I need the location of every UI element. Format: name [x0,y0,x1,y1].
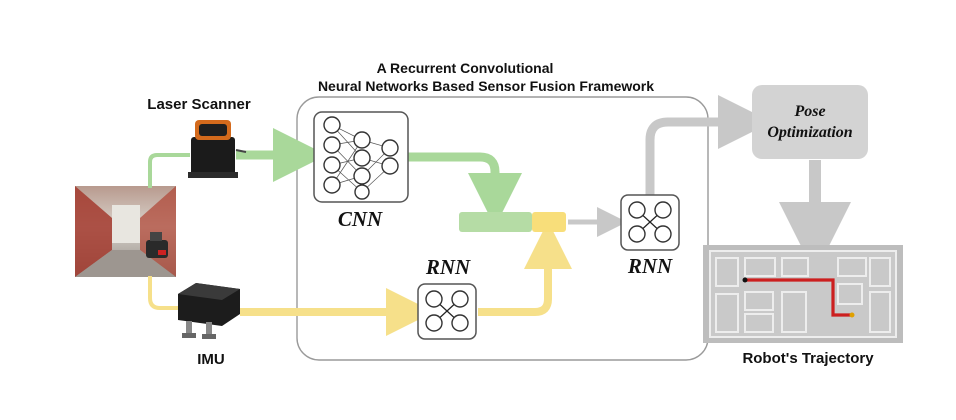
rnn-lower-icon [417,283,477,340]
rnn-right-label: RNN [627,254,673,278]
framework-title-line1: A Recurrent Convolutional [377,60,554,76]
rnn-right-icon [620,194,680,251]
rnn-lower-label: RNN [425,255,471,279]
floor-map-icon [703,245,903,343]
framework-container [296,96,709,361]
corridor-photo [75,186,176,277]
fused-feature-green [459,212,532,232]
pose-label-line2: Optimization [767,124,852,141]
fused-feature-yellow [532,212,566,232]
rnn-to-fusion-arrow [478,221,572,316]
cnn-to-fusion-arrow [408,152,522,227]
imu-label: IMU [197,351,225,368]
laser-scanner-label: Laser Scanner [147,96,251,113]
imu-icon [178,283,240,339]
pose-label-line1: Pose [793,103,825,120]
pose-optimization-box [752,85,868,159]
laser-branch-path [148,153,190,188]
cnn-network-icon [313,111,409,203]
trajectory-label: Robot's Trajectory [742,350,874,367]
laser-scanner-icon [188,120,247,178]
cnn-label: CNN [338,207,383,231]
framework-title-line2: Neural Networks Based Sensor Fusion Fram… [318,78,654,94]
imu-branch-path [148,276,180,310]
rnn-to-pose-arrow [645,95,772,196]
